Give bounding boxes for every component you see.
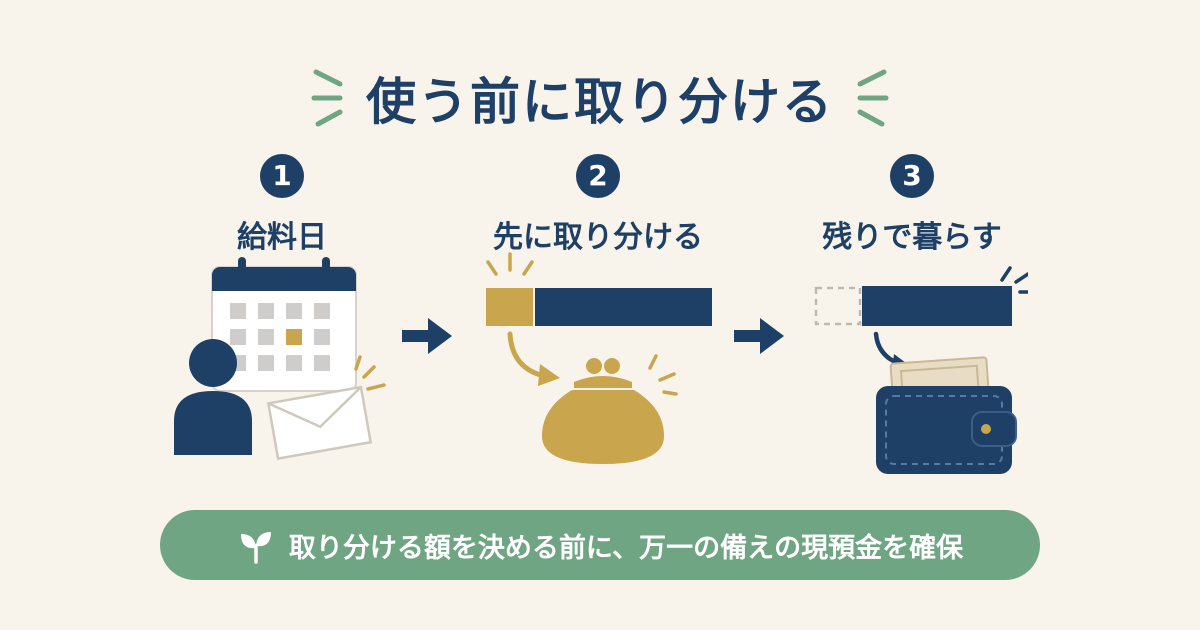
remaining-portion xyxy=(862,286,1012,326)
live-on-rest-illustration xyxy=(814,266,1028,474)
person-icon xyxy=(174,339,252,455)
step-1-number-badge: 1 xyxy=(260,154,304,198)
arrow-right-icon xyxy=(402,318,452,354)
wallet-icon xyxy=(876,356,1017,474)
tip-banner: 取り分ける額を決める前に、万一の備えの現預金を確保 xyxy=(160,510,1040,580)
purse-sparkle-icon xyxy=(648,354,678,396)
step-3-number-badge: 3 xyxy=(890,154,934,198)
bar-sparkle-icon xyxy=(486,252,534,276)
payday-illustration xyxy=(174,257,386,460)
page-title: 使う前に取り分ける xyxy=(366,73,834,131)
removed-portion xyxy=(814,286,862,326)
step-1-label: 給料日 xyxy=(237,220,327,255)
calendar-icon xyxy=(211,257,357,392)
set-aside-illustration xyxy=(486,252,712,464)
set-aside-portion xyxy=(486,288,534,326)
title-left-sparkle-icon xyxy=(311,69,343,127)
bar-sparkle-icon xyxy=(1000,266,1028,294)
envelope-sparkle-icon xyxy=(354,355,386,391)
title-right-sparkle-icon xyxy=(857,69,889,127)
tip-banner-text: 取り分ける額を決める前に、万一の備えの現預金を確保 xyxy=(288,532,964,564)
envelope-icon xyxy=(266,385,373,460)
step-2-label: 先に取り分ける xyxy=(493,220,703,255)
sprout-icon xyxy=(240,532,271,564)
arrow-right-icon xyxy=(734,318,784,354)
coin-purse-icon xyxy=(542,358,664,464)
step-3-label: 残りで暮らす xyxy=(822,220,1002,255)
remaining-portion xyxy=(534,288,712,326)
step-2-number-badge: 2 xyxy=(576,154,620,198)
